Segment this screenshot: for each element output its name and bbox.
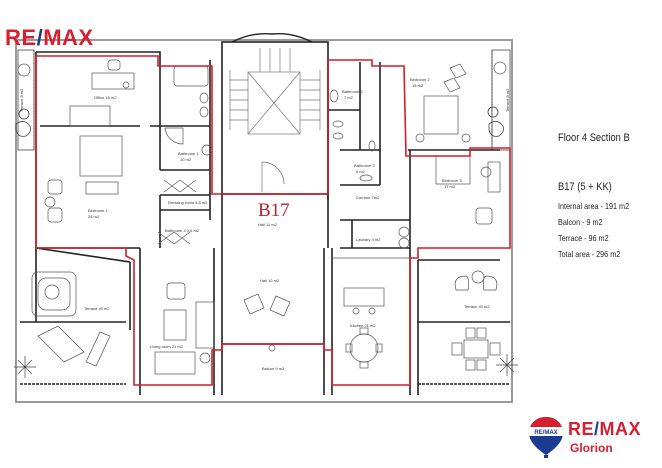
room-area-bedroom1: 28 m2: [88, 214, 100, 219]
internal-area: Internal area - 191 m2: [558, 201, 630, 211]
room-label-bathroom4: Bathroom 4 3,6 m2: [165, 228, 200, 233]
office-name: Glorion: [570, 441, 613, 455]
room-area-bedroom2: 18 m2: [412, 83, 424, 88]
unit-label: B17: [258, 200, 290, 221]
room-label-bedroom3: Bedroom 3: [442, 178, 462, 183]
balcony-area: Balcon - 9 m2: [558, 217, 603, 227]
room-label-terrace-left: Terrace 40 m2: [84, 306, 110, 311]
room-label-corridor: Corridor 7m2: [356, 195, 380, 200]
room-label-kitchen: Kitchen 21 m2: [350, 323, 376, 328]
room-area-bathroom1: 10 m2: [180, 157, 192, 162]
room-labels: Office 15 m2 Bathroom 1 10 m2 Bedroom 1 …: [19, 77, 510, 371]
logo-text-re: RE: [5, 25, 37, 50]
svg-text:RE/MAX: RE/MAX: [534, 430, 557, 436]
logo-text-max: MAX: [43, 25, 94, 50]
building-outline: [15, 39, 513, 403]
brand-max: MAX: [599, 419, 642, 439]
room-label-dressing: Dressing room 4,8 m2: [168, 200, 208, 205]
room-label-terrace-ne: Terrace 8 m2: [505, 88, 510, 112]
room-label-office: Office 15 m2: [94, 95, 117, 100]
terrace-area: Terrace - 96 m2: [558, 233, 609, 243]
remax-glorion-logo: RE/MAX RE/MAX Glorion: [528, 413, 662, 458]
room-label-balcony: Balcon 9 m2: [262, 366, 285, 371]
terrace-nw: [15, 49, 35, 151]
room-label-bathroom3: Bathroom 3: [354, 163, 375, 168]
room-label-hall11: Hall 11 m2: [258, 222, 278, 227]
room-label-bedroom1: Bedroom 1: [88, 208, 108, 213]
furniture: [14, 59, 518, 378]
unit-title: B17 (5 + KK): [558, 181, 612, 193]
floor-title: Floor 4 Section B: [558, 132, 630, 144]
total-area: Total area - 296 m2: [558, 249, 621, 259]
room-label-terrace-nw: Terrace 8 m2: [19, 88, 24, 112]
room-label-laundry: Laundry 4 m2: [356, 237, 381, 242]
room-area-bathroom3: 5 m2: [356, 169, 366, 174]
room-label-terrace-right: Terrace 40 m2: [464, 304, 490, 309]
room-area-bathroom2: 7 m2: [344, 95, 354, 100]
brand-slash: /: [594, 419, 600, 439]
remax-logo-top: RE/MAX: [5, 27, 94, 49]
logo-slash: /: [36, 25, 44, 50]
brand-name: RE/MAX: [568, 419, 641, 440]
unit-outline: [35, 55, 511, 386]
room-area-bedroom3: 17 m2: [444, 184, 456, 189]
room-label-living: Living room 21 m2: [150, 344, 184, 349]
room-label-bedroom2: Bedroom 2: [410, 77, 430, 82]
staircase: [229, 32, 321, 192]
room-label-bathroom1: Bathroom 1: [178, 151, 199, 156]
room-label-bathroom2: Bathroom 2: [342, 89, 363, 94]
room-label-hall10: Hall 10 m2: [260, 278, 280, 283]
terrace-ne: [487, 49, 511, 151]
balloon-icon: RE/MAX: [529, 417, 563, 458]
brand-re: RE: [568, 419, 595, 439]
